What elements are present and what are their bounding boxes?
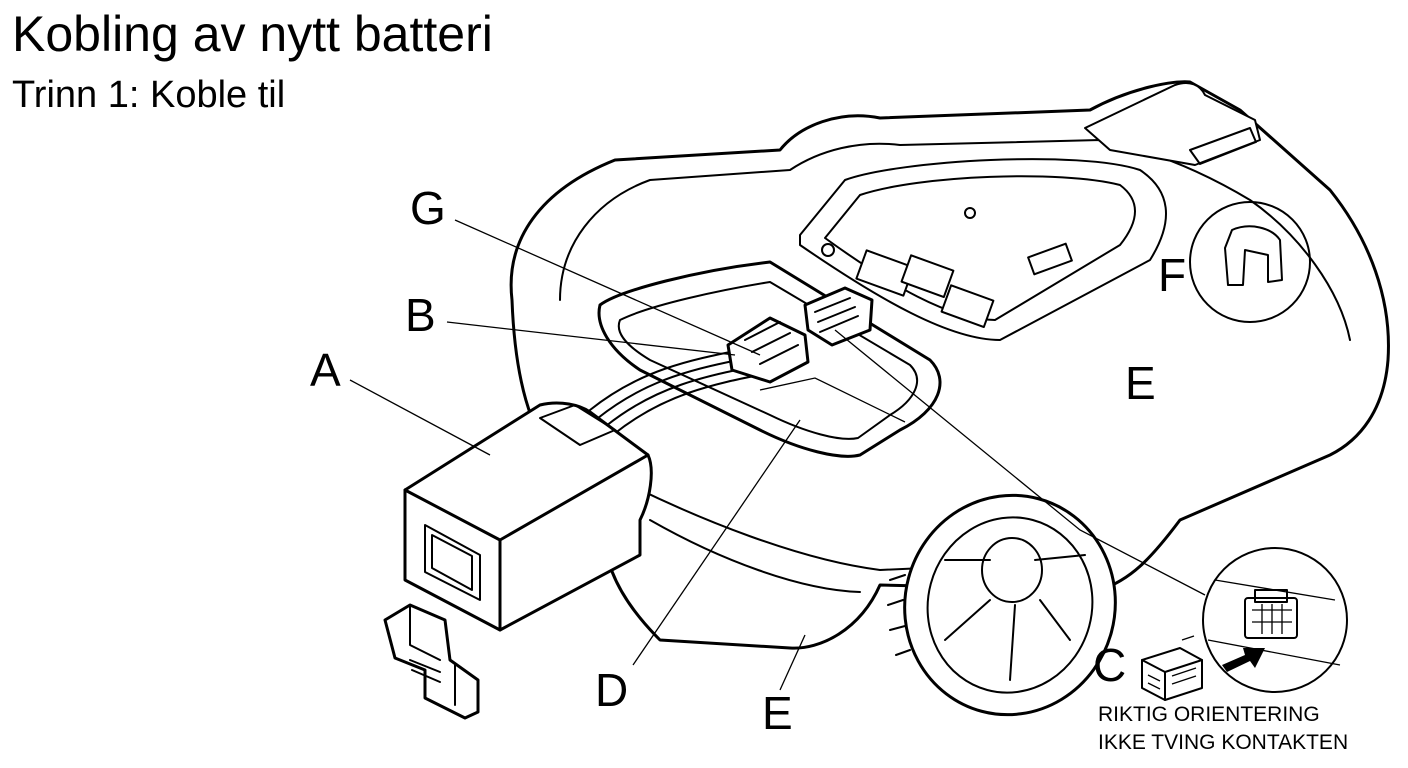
battery-pack	[403, 401, 653, 632]
battery-clip	[383, 603, 480, 720]
insert-arrow-icon	[1222, 648, 1265, 672]
leader-line-g	[454, 219, 761, 356]
callout-d: D	[595, 664, 629, 716]
callout-e-body: E	[1125, 357, 1156, 409]
leader-line-c	[834, 329, 1206, 596]
small-connector-c	[1141, 647, 1203, 701]
board-connector	[1027, 242, 1073, 276]
page-title: Kobling av nytt batteri	[12, 6, 493, 62]
orientation-note: RIKTIG ORIENTERING	[1098, 703, 1320, 726]
callout-f: F	[1158, 249, 1187, 301]
leader-line-e-bottom	[779, 634, 806, 691]
page-subtitle: Trinn 1: Koble til	[12, 74, 286, 116]
control-panel-area	[799, 158, 1167, 341]
rear-wheel	[903, 493, 1117, 717]
battery-compartment	[597, 260, 942, 458]
callout-g: G	[410, 182, 446, 234]
charging-contact-zoom	[1189, 201, 1311, 323]
battery-label-window	[424, 524, 481, 601]
mower-handle	[1084, 82, 1261, 166]
leader-line-b	[446, 321, 736, 356]
charging-contact	[1224, 225, 1283, 286]
leader-line-d	[632, 419, 801, 666]
connector-zoom-circle	[1202, 547, 1348, 693]
callout-b: B	[405, 289, 436, 341]
zoom-connector	[1244, 597, 1298, 639]
callout-c: C	[1093, 639, 1127, 691]
no-force-note: IKKE TVING KONTAKTEN	[1098, 731, 1349, 754]
callout-a: A	[310, 344, 341, 396]
callout-e-bottom: E	[762, 687, 793, 739]
leader-line-a	[349, 379, 491, 456]
